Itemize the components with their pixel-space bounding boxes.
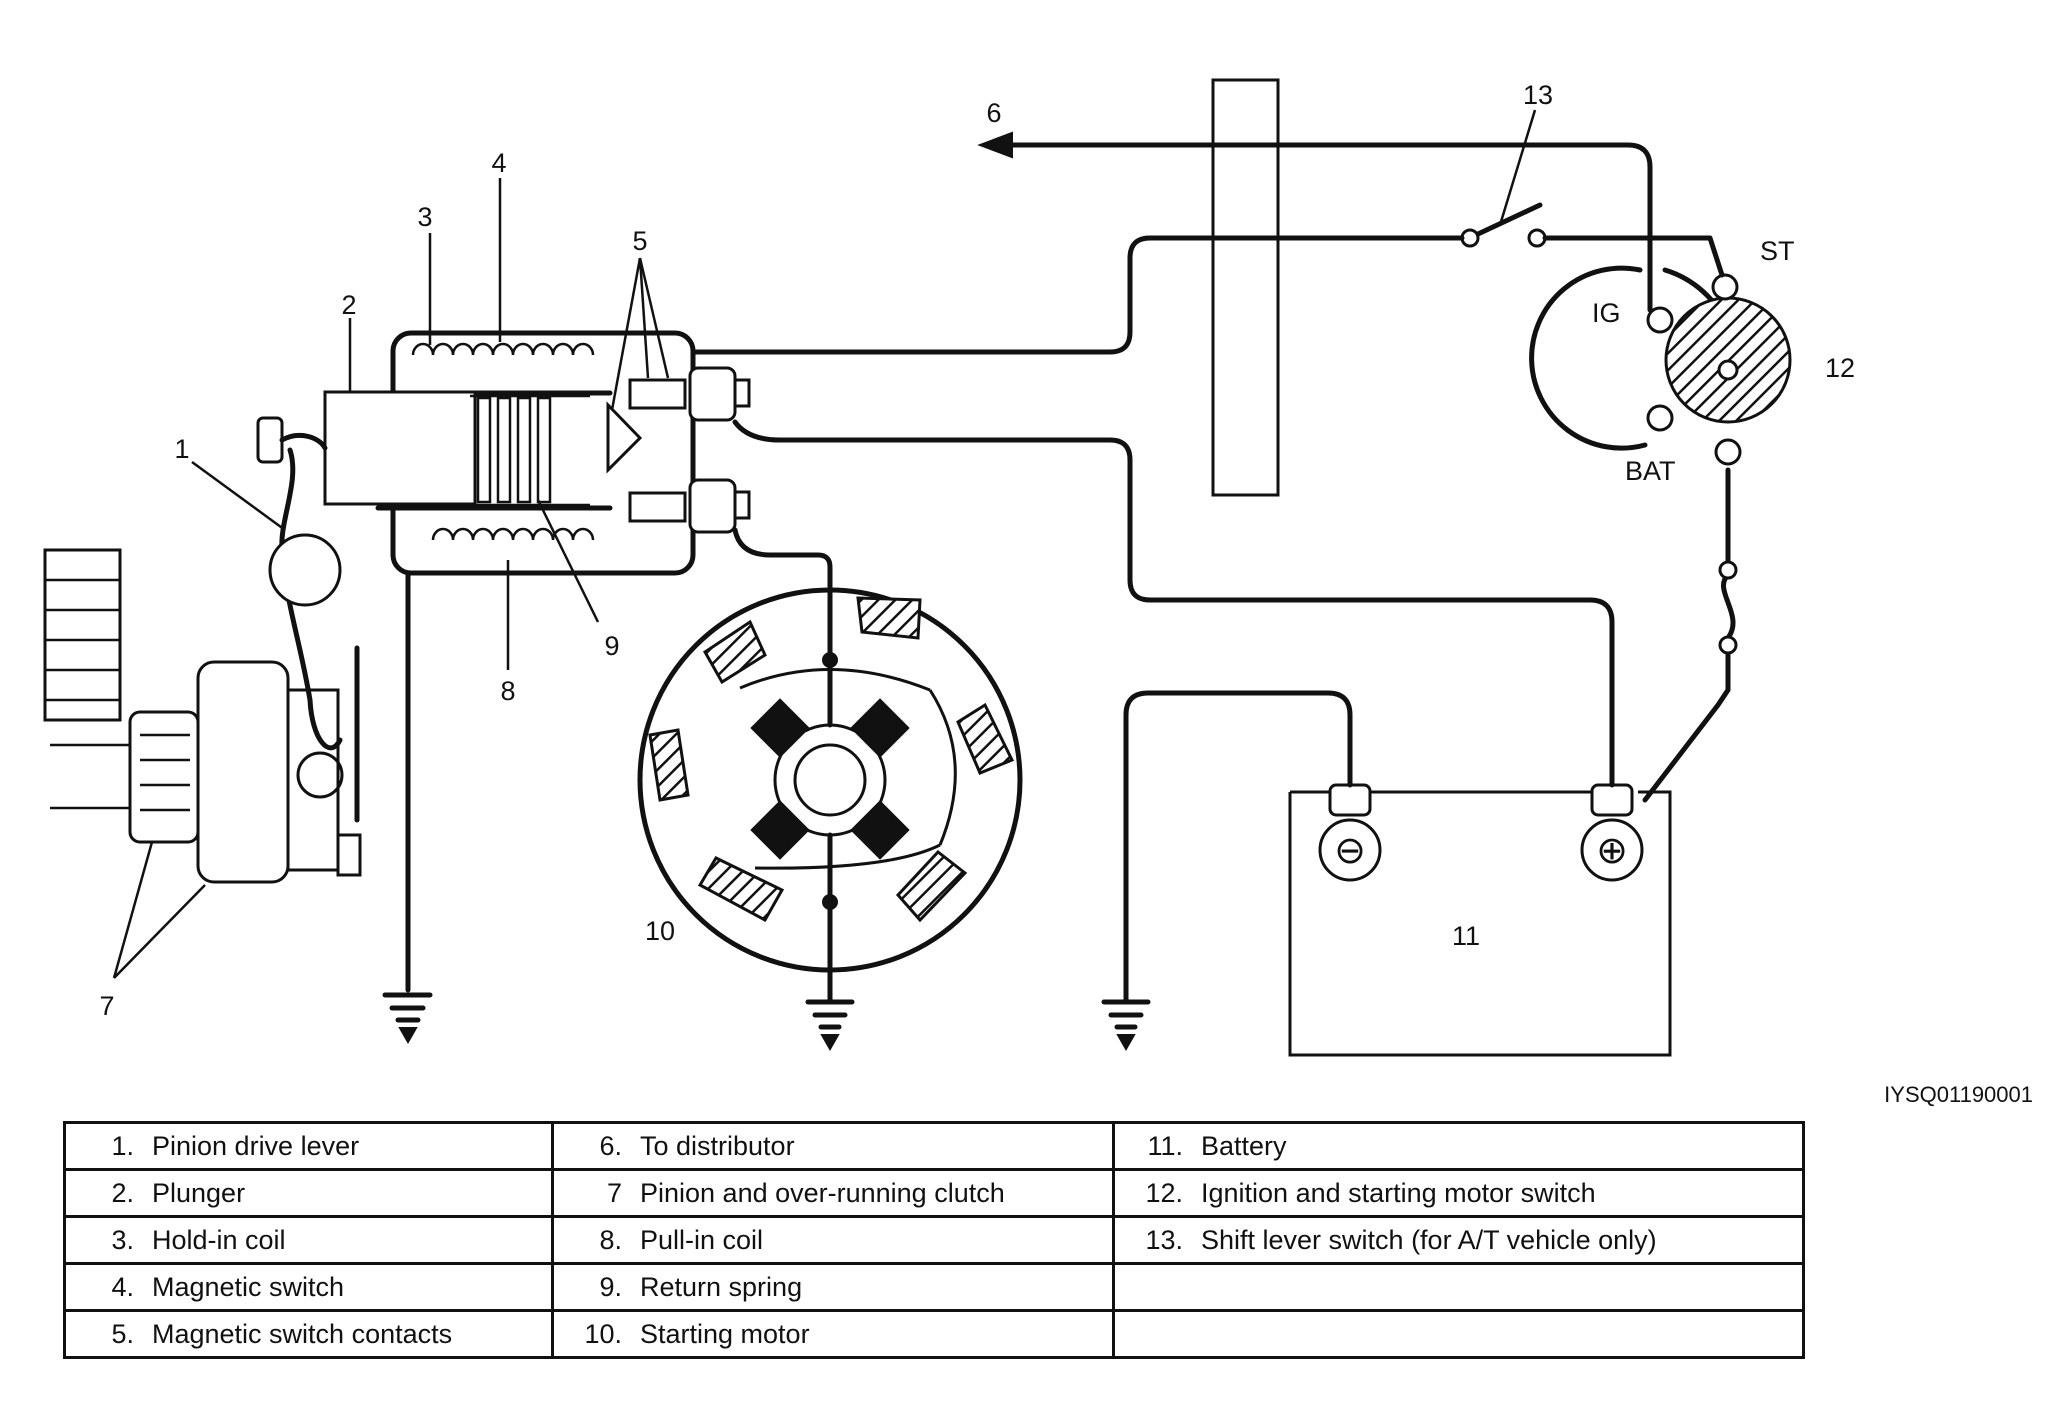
legend-row: 5. Magnetic switch contacts 10. Starting mo… — [63, 1309, 1805, 1359]
legend-item-text: Ignition and starting motor switch — [1201, 1177, 1596, 1208]
legend-item-text: Hold-in coil — [152, 1224, 286, 1255]
legend-cell — [1112, 1309, 1805, 1359]
legend-cell: 7 Pinion and over-running clutch — [551, 1168, 1115, 1218]
leader-lines — [112, 109, 1537, 979]
magnetic-switch-contacts — [628, 378, 687, 410]
battery — [1288, 783, 1672, 1057]
legend-item-number: 6. — [599, 1130, 622, 1161]
callout-3: 3 — [417, 202, 432, 232]
legend-item-text: To distributor — [640, 1130, 795, 1161]
legend-cell: 9. Return spring — [551, 1262, 1115, 1312]
legend-item-number: 3. — [111, 1224, 134, 1255]
legend-cell — [1112, 1262, 1805, 1312]
callout-9: 9 — [604, 631, 619, 661]
terminal-ig-label: IG — [1592, 298, 1621, 328]
starting-motor — [637, 587, 1023, 973]
panel-member — [1211, 78, 1280, 497]
legend-cell: 8. Pull-in coil — [551, 1215, 1115, 1265]
shift-lever-switch — [1460, 202, 1547, 248]
magnetic-switch — [323, 330, 751, 576]
legend-table: 1. Pinion drive lever 6. To distributor 11. B… — [63, 1121, 1805, 1359]
legend-row: 4. Magnetic switch 9. Return spring — [63, 1262, 1805, 1312]
ground-symbol — [805, 999, 855, 1052]
legend-item-number: 10. — [584, 1318, 622, 1349]
pinion-and-clutch — [43, 548, 362, 884]
legend-item-text: Plunger — [152, 1177, 246, 1208]
legend-row: 2. Plunger 7 Pinion and over-running clutch… — [63, 1168, 1805, 1218]
legend-cell: 12. Ignition and starting motor switch — [1112, 1168, 1805, 1218]
legend-cell: 10. Starting motor — [551, 1309, 1115, 1359]
plunger — [323, 390, 477, 506]
callout-12: 12 — [1825, 353, 1855, 383]
legend-item-text: Pull-in coil — [640, 1224, 764, 1255]
legend-item-number: 5. — [111, 1318, 134, 1349]
legend-item-text: Pinion drive lever — [152, 1130, 360, 1161]
ignition-switch — [1529, 265, 1792, 466]
ground-symbol — [382, 992, 433, 1045]
legend-cell: 13. Shift lever switch (for A/T vehicle o… — [1112, 1215, 1805, 1265]
callout-13: 13 — [1523, 80, 1553, 110]
legend-row: 1. Pinion drive lever 6. To distributor 11. B… — [63, 1121, 1805, 1171]
legend-item-number: 4. — [111, 1271, 134, 1302]
legend-item-text: Battery — [1201, 1130, 1287, 1161]
callout-4: 4 — [491, 148, 506, 178]
callout-1: 1 — [174, 434, 189, 464]
callout-2: 2 — [341, 290, 356, 320]
legend-item-text: Shift lever switch (for A/T vehicle only… — [1201, 1224, 1657, 1255]
callout-10: 10 — [645, 916, 675, 946]
legend-item-number: 11. — [1147, 1130, 1183, 1161]
legend-item-number: 2. — [111, 1177, 134, 1208]
legend-cell: 1. Pinion drive lever — [63, 1121, 554, 1171]
wiring — [405, 131, 1738, 1003]
legend-item-text: Return spring — [640, 1271, 803, 1302]
callout-11: 11 — [1452, 921, 1480, 951]
legend-item-number: 1. — [111, 1130, 134, 1161]
figure-code: IYSQ01190001 — [1884, 1082, 2033, 1107]
ground-symbol — [1101, 999, 1151, 1052]
battery-negative-sign: ⊖ — [1334, 830, 1366, 872]
legend-item-number: 12. — [1145, 1177, 1183, 1208]
callout-6: 6 — [986, 98, 1001, 128]
hold-in-coil — [411, 342, 595, 356]
terminal-st-label: ST — [1760, 236, 1795, 266]
battery-positive-sign: ⊕ — [1596, 830, 1628, 872]
legend-cell: 11. Battery — [1112, 1121, 1805, 1171]
legend-item-text: Pinion and over-running clutch — [640, 1177, 1005, 1208]
legend-item-number: 9. — [599, 1271, 622, 1302]
legend-item-number: 13. — [1145, 1224, 1183, 1255]
callout-5: 5 — [632, 226, 647, 256]
legend-row: 3. Hold-in coil 8. Pull-in coil 13. Shift lev… — [63, 1215, 1805, 1265]
legend-cell: 3. Hold-in coil — [63, 1215, 554, 1265]
legend-item-text: Starting motor — [640, 1318, 810, 1349]
return-spring — [470, 394, 590, 507]
terminal-bat-label: BAT — [1625, 456, 1676, 486]
legend-cell: 6. To distributor — [551, 1121, 1115, 1171]
legend-item-text: Magnetic switch contacts — [152, 1318, 453, 1349]
legend-body: 1. Pinion drive lever 6. To distributor 11. B… — [63, 1121, 1805, 1359]
legend-cell: 2. Plunger — [63, 1168, 554, 1218]
legend-item-text: Magnetic switch — [152, 1271, 345, 1302]
callout-8: 8 — [500, 676, 515, 706]
legend-item-number: 7 — [606, 1177, 622, 1208]
legend-cell: 4. Magnetic switch — [63, 1262, 554, 1312]
callout-7: 7 — [99, 991, 114, 1021]
pinion-drive-lever — [256, 416, 360, 823]
pull-in-coil — [431, 527, 595, 541]
legend-cell: 5. Magnetic switch contacts — [63, 1309, 554, 1359]
legend-item-number: 8. — [599, 1224, 622, 1255]
